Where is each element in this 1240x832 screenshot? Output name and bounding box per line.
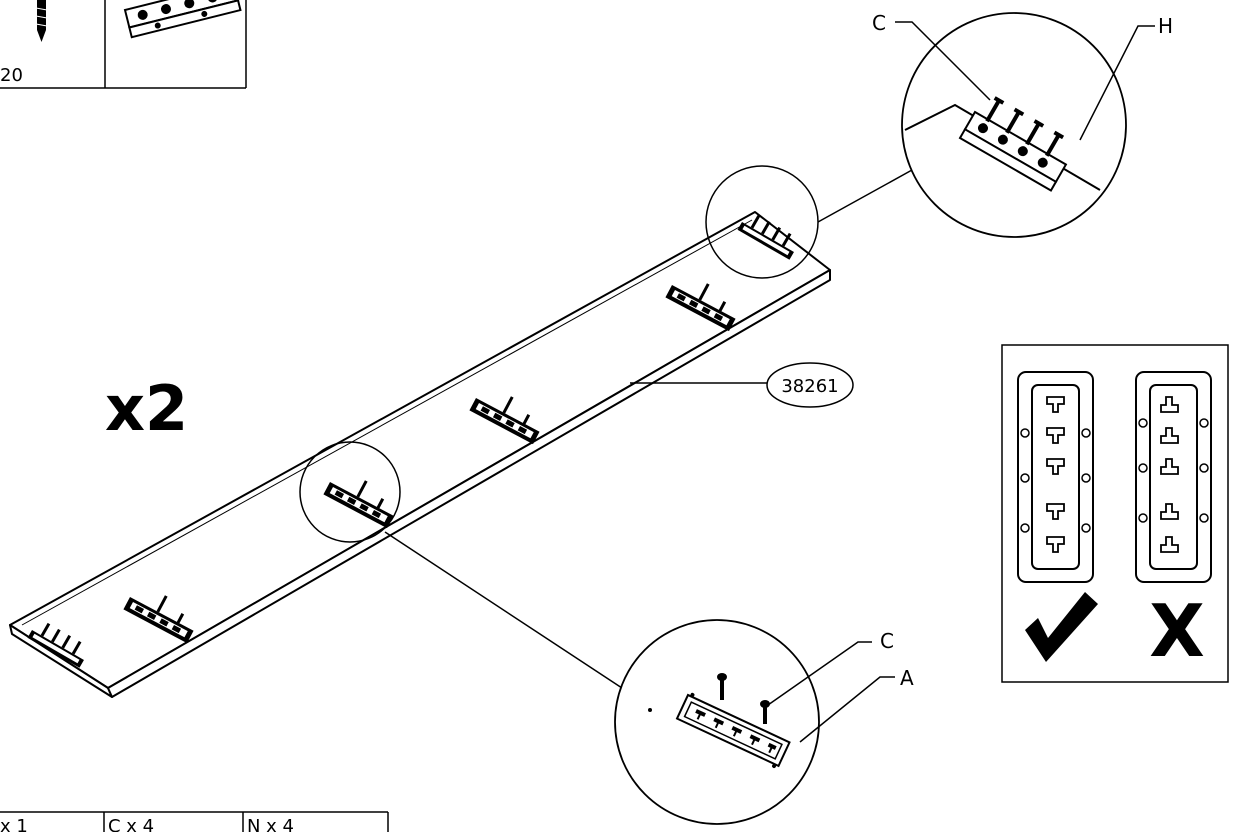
parts-cell-3: N x 4 xyxy=(247,816,294,832)
wrong-symbol: X xyxy=(1149,589,1205,673)
panel-plate-4 xyxy=(665,283,736,332)
panel-plate-3 xyxy=(469,396,540,445)
detail-bottom xyxy=(614,619,895,825)
parts-cell-2: C x 4 xyxy=(108,816,154,832)
panel-bracket-2 xyxy=(737,214,794,260)
bracket-icon xyxy=(123,0,242,39)
screw-icon xyxy=(35,0,48,42)
screw-count-fragment: 20 xyxy=(0,65,23,86)
multiplier-label: x2 xyxy=(105,372,188,445)
check-icon xyxy=(1025,592,1098,662)
detail-top xyxy=(895,12,1155,238)
label-bracket-top: H xyxy=(1158,14,1173,38)
parts-table-bottom xyxy=(0,811,389,832)
label-plate-bottom: A xyxy=(900,666,914,690)
part-number-oval xyxy=(766,362,854,408)
shelf-panel xyxy=(9,211,831,698)
label-screw-top: C xyxy=(872,11,886,35)
parts-box-top xyxy=(0,0,247,89)
plate-wrong xyxy=(1135,371,1212,583)
panel-bracket-1 xyxy=(27,622,84,668)
callout-circle-mid-small xyxy=(299,441,401,543)
parts-cell-1: x 1 xyxy=(0,816,28,832)
part-number-label: 38261 xyxy=(781,376,838,397)
orientation-box xyxy=(1001,344,1229,683)
leader-lines xyxy=(384,169,913,691)
label-screw-bottom: C xyxy=(880,629,894,653)
plate-correct xyxy=(1017,371,1094,583)
panel-plate-1 xyxy=(123,595,194,644)
panel-plate-2 xyxy=(323,480,394,529)
